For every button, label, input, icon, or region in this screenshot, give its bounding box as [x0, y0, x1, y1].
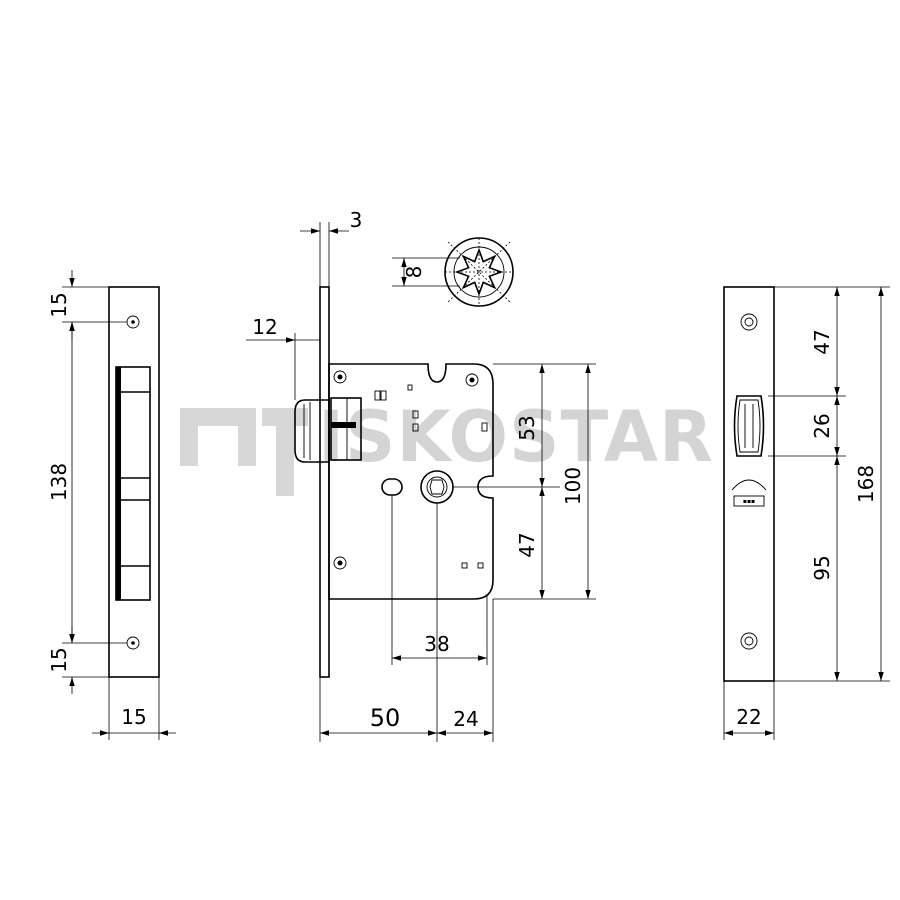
dim-spindle-to-back: 24 — [453, 707, 478, 731]
dim-left-height: 138 — [47, 463, 71, 501]
dim-backset: 50 — [370, 704, 401, 732]
left-faceplate-view — [108, 286, 160, 678]
dim-left-bottom-offset: 15 — [47, 647, 71, 672]
lock-body-view — [294, 286, 494, 678]
dim-latch-projection: 12 — [252, 315, 277, 339]
dim-spindle-size: 8 — [402, 266, 426, 279]
spindle-detail — [392, 237, 514, 307]
right-strike-plate-view — [723, 286, 775, 682]
center-construction-lines — [319, 363, 596, 742]
dim-latch-projection-lines — [246, 333, 320, 400]
dim-left-top-offset: 15 — [47, 292, 71, 317]
watermark-logo — [180, 408, 308, 496]
dim-case-heights-lines — [539, 364, 591, 599]
dim-right-lower: 95 — [810, 555, 834, 580]
dim-right-width: 22 — [736, 705, 761, 729]
dim-right-total: 168 — [854, 465, 878, 503]
dim-case-height: 100 — [561, 467, 585, 505]
dim-lower-height: 47 — [515, 532, 539, 557]
left-dimensions — [62, 270, 176, 740]
dim-upper-height: 53 — [515, 415, 539, 440]
dim-faceplate-thickness: 3 — [350, 208, 363, 232]
dim-faceplate-thickness-lines — [300, 222, 349, 287]
dim-left-width: 15 — [121, 705, 146, 729]
dim-right-upper: 47 — [810, 329, 834, 354]
right-dimensions — [723, 286, 890, 740]
dim-spindle-to-latch: 38 — [424, 632, 449, 656]
watermark-text: ISKOSTAR — [318, 396, 714, 478]
dim-right-latch: 26 — [810, 413, 834, 438]
strike-stamp: ▪▪▪ — [743, 498, 755, 505]
